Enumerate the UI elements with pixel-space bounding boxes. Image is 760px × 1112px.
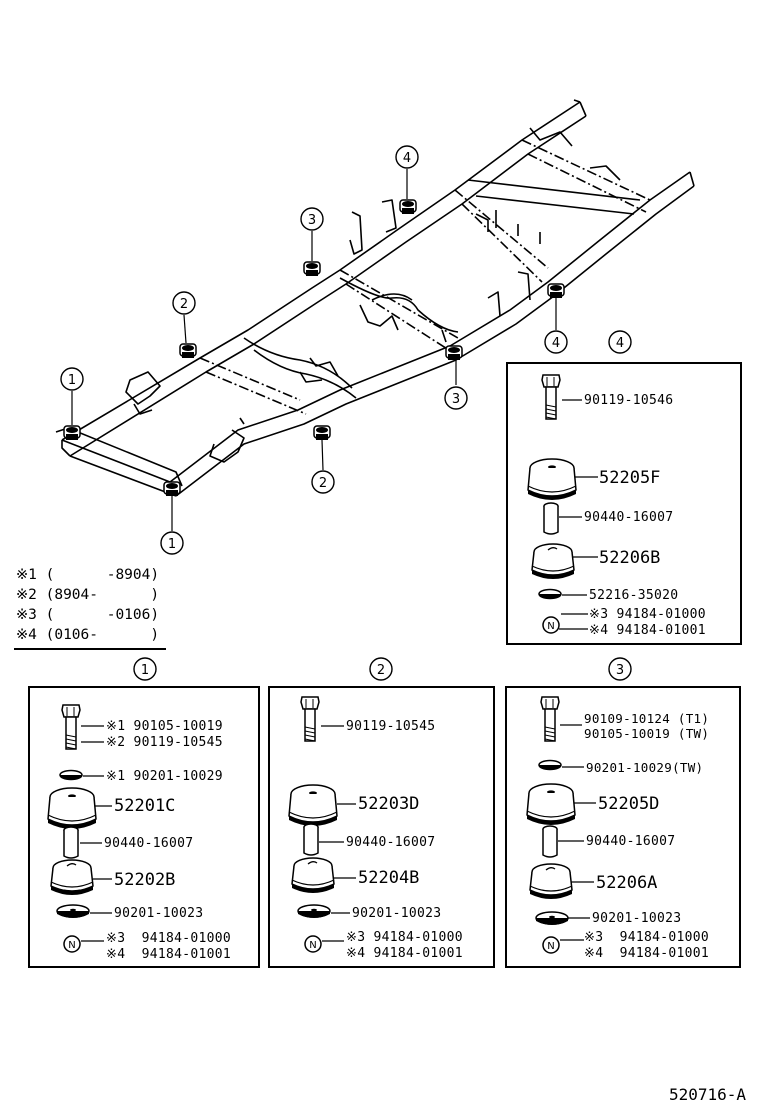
callout-label-4a: 4 <box>403 151 411 166</box>
box3-lower-cushion-part: 52206A <box>596 873 658 893</box>
callout-circle-3a <box>300 207 324 231</box>
callout-circle-4a <box>395 145 419 169</box>
box3-detail-frame <box>505 686 741 968</box>
mount-point-3b <box>445 345 463 361</box>
box1-nut-part-b: ※4 94184-01001 <box>106 947 231 962</box>
box1-collar-part: 90440-16007 <box>104 836 194 851</box>
box3-nut-part-b: ※4 94184-01001 <box>584 946 709 961</box>
box2-nut-part-a: ※3 94184-01000 <box>346 930 463 945</box>
box4-callout-circle <box>608 330 632 354</box>
box2-nut-part-b: ※4 94184-01001 <box>346 946 463 961</box>
box1-washer-part: 90201-10023 <box>114 906 204 921</box>
box2-nut-letter: N <box>309 940 316 951</box>
box3-top-washer-part: 90201-10029(TW) <box>586 760 704 775</box>
box4-nut-letter: N <box>547 621 554 632</box>
box4-detail-frame <box>506 362 742 645</box>
box2-callout-circle <box>369 657 393 681</box>
box4-collar-part: 90440-16007 <box>584 510 674 525</box>
note-4: ※4 (0106- ) <box>16 627 160 643</box>
illustration-code: 520716-A <box>668 1085 746 1104</box>
box3-nut-letter: N <box>547 941 554 952</box>
box4-washer-part: 52216-35020 <box>589 588 679 603</box>
box3-upper-cushion-part: 52205D <box>598 794 660 814</box>
callout-circle-3b <box>444 386 468 410</box>
box3-callout-label: 3 <box>616 663 624 678</box>
box3-nut-part-a: ※3 94184-01000 <box>584 930 709 945</box>
box1-parts <box>47 704 112 953</box>
box3-bolt-part-b: 90105-10019 (TW) <box>584 726 710 741</box>
box4-upper-cushion-part: 52205F <box>599 468 661 488</box>
box2-collar-part: 90440-16007 <box>346 835 436 850</box>
box4-lower-cushion-part: 52206B <box>599 548 661 568</box>
box1-nut-part-a: ※3 94184-01000 <box>106 931 231 946</box>
mount-point-4a <box>399 199 417 215</box>
callout-circle-2b <box>311 470 335 494</box>
box4-nut-part-a: ※3 94184-01000 <box>589 607 706 622</box>
callout-circle-1a <box>60 367 84 391</box>
callout-label-3a: 3 <box>308 213 316 228</box>
callout-label-1b: 1 <box>168 537 176 552</box>
callout-label-1a: 1 <box>68 373 76 388</box>
box3-parts <box>526 696 596 954</box>
callout-circle-4b <box>544 330 568 354</box>
box3-callout-circle <box>608 657 632 681</box>
note-2: ※2 (8904- ) <box>16 587 160 603</box>
box1-top-washer-part: ※1 90201-10029 <box>106 769 223 784</box>
callout-label-4b: 4 <box>552 336 560 351</box>
mount-point-1b <box>163 481 181 497</box>
box2-detail-frame <box>268 686 495 968</box>
box2-washer-part: 90201-10023 <box>352 906 442 921</box>
box3-bolt-part-a: 90109-10124 (T1) <box>584 711 710 726</box>
notes-underline <box>14 648 166 650</box>
box4-bolt-part: 90119-10546 <box>584 393 674 408</box>
box1-callout-circle <box>133 657 157 681</box>
box1-lower-cushion-part: 52202B <box>114 870 176 890</box>
box3-collar-part: 90440-16007 <box>586 834 676 849</box>
box2-upper-cushion-part: 52203D <box>358 794 420 814</box>
note-1: ※1 ( -8904) <box>16 567 160 583</box>
box1-callout-label: 1 <box>141 663 149 678</box>
mount-point-2b <box>313 425 331 441</box>
callout-circle-2a <box>172 291 196 315</box>
box4-nut-part-b: ※4 94184-01001 <box>589 623 706 638</box>
box1-bolt-part-a: ※1 90105-10019 <box>106 719 223 734</box>
box4-parts <box>527 374 598 634</box>
box1-bolt-part-b: ※2 90119-10545 <box>106 735 223 750</box>
note-3: ※3 ( -0106) <box>16 607 160 623</box>
box3-washer-part: 90201-10023 <box>592 911 682 926</box>
box4-callout-label: 4 <box>616 336 624 351</box>
callout-label-3b: 3 <box>452 392 460 407</box>
callout-label-2a: 2 <box>180 297 188 312</box>
box1-upper-cushion-part: 52201C <box>114 796 176 816</box>
box1-detail-frame <box>28 686 260 968</box>
box2-bolt-part: 90119-10545 <box>346 719 436 734</box>
box2-lower-cushion-part: 52204B <box>358 868 420 888</box>
callout-circle-1b <box>160 531 184 555</box>
mount-point-4b <box>547 283 565 299</box>
box1-nut-letter: N <box>68 940 75 951</box>
box2-callout-label: 2 <box>377 663 385 678</box>
mount-point-2a <box>179 343 197 359</box>
mount-point-3a <box>303 261 321 277</box>
mount-point-1a <box>63 425 81 441</box>
box2-parts <box>288 696 356 953</box>
callout-label-2b: 2 <box>319 476 327 491</box>
